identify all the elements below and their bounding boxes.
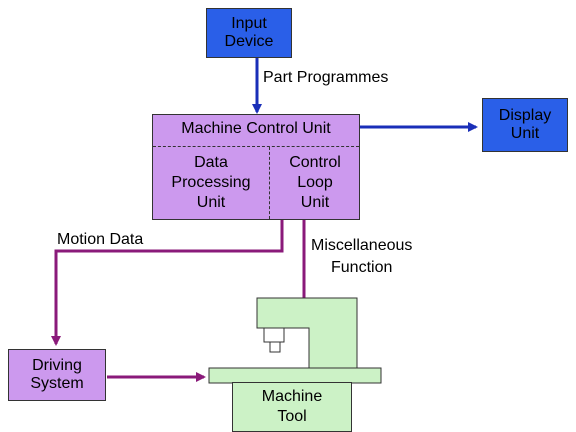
machine-table [208,367,382,384]
misc-function-label: Miscellaneous Function [311,237,413,276]
machine-control-unit-box: Machine Control Unit Data Processing Uni… [152,114,360,220]
data-processing-unit: Data Processing Unit [171,154,251,211]
machine-spindle [263,327,285,343]
motion-data-label: Motion Data [57,231,144,248]
control-loop-unit: Control Loop Unit [289,154,341,211]
mcu-divider [153,146,359,147]
mcu-vertical-divider [269,147,270,219]
part-programmes-label: Part Programmes [263,69,389,86]
driving-system-box: Driving System [8,349,106,401]
machine-tool-bit [269,341,281,353]
arrow-motion-data [51,220,284,346]
display-unit-box: Display Unit [482,98,568,152]
input-device-box: Input Device [206,8,292,58]
machine-tool-box: Machine Tool [232,382,352,432]
mcu-title: Machine Control Unit [181,120,331,137]
